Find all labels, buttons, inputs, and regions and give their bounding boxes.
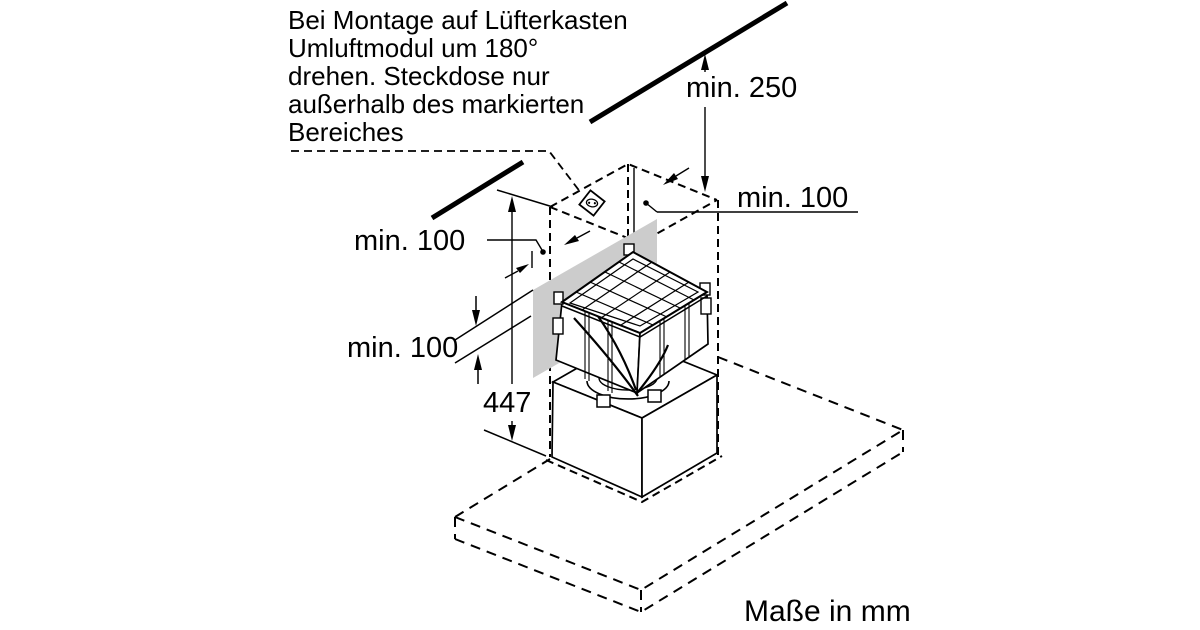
recirculation-module [552,243,712,397]
label-min-100-panel: min. 100 [347,332,459,364]
label-height-447: 447 [483,387,532,419]
label-units: Maße in mm [744,595,911,628]
note-line: Bei Montage auf Lüfterkasten [288,5,628,35]
note-line: außerhalb des markierten [288,89,585,119]
dimension-panel-overlap [454,289,534,384]
ceiling-line [430,0,789,221]
dimension-ceiling-clearance [701,54,709,192]
countertop-outline [454,356,904,614]
note-line: Bereiches [288,117,404,147]
label-min-100-left: min. 100 [354,225,466,257]
note-line: Umluftmodul um 180° [288,33,539,63]
power-socket-icon [578,189,606,217]
note-line: drehen. Steckdose nur [288,61,550,91]
label-min-100-right: min. 100 [737,182,849,214]
dimension-clearance-right [643,167,858,213]
dimension-height-447 [483,189,554,457]
installation-note: Bei Montage auf Lüfterkasten Umluftmodul… [288,6,628,146]
label-min-250: min. 250 [686,72,798,104]
filter-grate [559,250,710,338]
note-leader-line [291,150,582,194]
dimension-clearance-left [487,230,591,279]
